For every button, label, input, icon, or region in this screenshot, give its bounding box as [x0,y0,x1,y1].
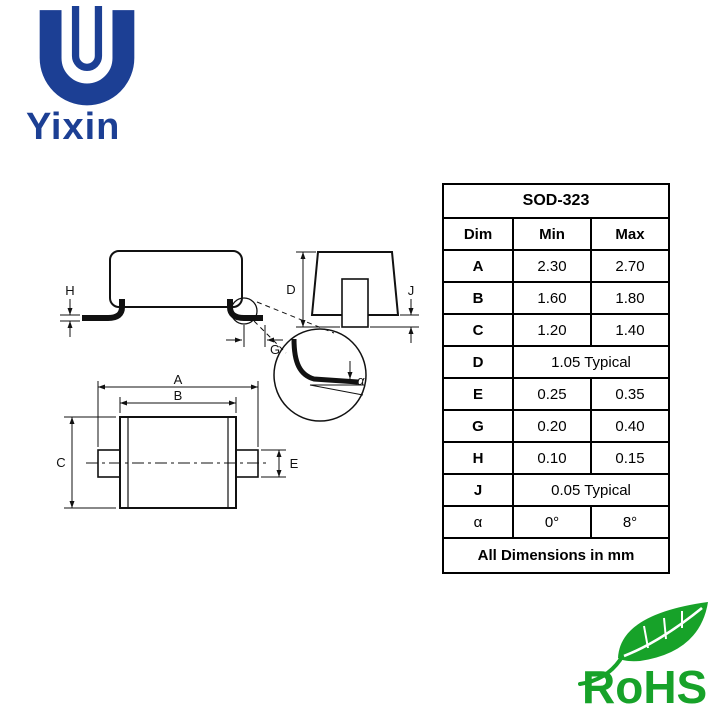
cell-max: 0.35 [590,377,670,411]
table-header-row: Dim Min Max [442,217,670,251]
end-body [310,251,400,316]
rohs-logo: RoHS [560,598,720,720]
table-footer-row: All Dimensions in mm [442,537,670,574]
table-row: D 1.05 Typical [442,345,670,379]
dim-J [370,299,419,343]
rohs-label: RoHS [582,661,708,713]
dim-label-G: G [270,342,280,357]
table-row: α 0° 8° [442,505,670,539]
table-row: J 0.05 Typical [442,473,670,507]
cell-min: 0° [512,505,592,539]
dim-label-C: C [56,455,65,470]
dim-A [97,381,259,447]
header-min: Min [512,217,592,251]
detail-lead-bend [291,338,359,385]
side-view [60,250,335,354]
header-dim: Dim [442,217,514,251]
cell-max: 0.15 [590,441,670,475]
dim-label-B: B [174,388,183,403]
dim-E [261,449,286,478]
dim-H [60,299,80,337]
leaf-icon [578,602,708,686]
cell-dim: C [442,313,514,347]
cell-max: 1.80 [590,281,670,315]
cell-dim: α [442,505,514,539]
dim-label-H: H [65,283,74,298]
u-inner-stroke [71,6,103,71]
leaf-midrib [623,606,703,658]
side-body [109,250,243,308]
cell-max: 8° [590,505,670,539]
left-lead [82,299,125,321]
table-title: SOD-323 [442,183,670,219]
table-row: H 0.10 0.15 [442,441,670,475]
cell-max: 1.40 [590,313,670,347]
dim-label-A: A [174,372,183,387]
leaf-veins [643,611,683,649]
top-view [64,381,286,509]
dim-D [296,251,340,328]
cell-dim: E [442,377,514,411]
package-drawing: H G α [56,250,419,509]
cell-min: 2.30 [512,249,592,283]
cell-span: 0.05 Typical [512,473,670,507]
dim-C [64,416,116,509]
detail-leader-2 [256,301,335,334]
table-row: A 2.30 2.70 [442,249,670,283]
dim-label-D: D [286,282,295,297]
header-max: Max [590,217,670,251]
cell-min: 0.10 [512,441,592,475]
end-lead-tab [341,278,369,328]
dim-B [119,397,237,413]
right-lead [227,299,263,321]
cell-min: 1.60 [512,281,592,315]
cell-dim: A [442,249,514,283]
dim-label-alpha: α [357,373,365,388]
cell-dim: G [442,409,514,443]
dim-label-J: J [408,283,415,298]
table-row: G 0.20 0.40 [442,409,670,443]
detail-circle [273,328,367,422]
cell-span: 1.05 Typical [512,345,670,379]
detail-callout-circle [230,297,258,325]
cell-dim: H [442,441,514,475]
cell-max: 2.70 [590,249,670,283]
cell-dim: J [442,473,514,507]
u-outer-stroke [39,10,135,106]
leaf-blade [618,602,708,662]
brand-u-logo-icon [39,6,135,106]
cell-min: 0.20 [512,409,592,443]
dim-G [226,325,283,347]
detail-view [273,328,367,422]
brand-name: Yixin [26,106,121,148]
table-title-row: SOD-323 [442,183,670,219]
cell-min: 0.25 [512,377,592,411]
end-view [296,251,419,343]
cell-max: 0.40 [590,409,670,443]
detail-leader-1 [253,320,287,354]
table-row: B 1.60 1.80 [442,281,670,315]
cell-dim: B [442,281,514,315]
table-row: E 0.25 0.35 [442,377,670,411]
dimension-table: SOD-323 Dim Min Max A 2.30 2.70 B 1.60 1… [442,183,670,574]
dim-label-E: E [290,456,299,471]
table-row: C 1.20 1.40 [442,313,670,347]
table-footer: All Dimensions in mm [442,537,670,574]
cell-dim: D [442,345,514,379]
cell-min: 1.20 [512,313,592,347]
